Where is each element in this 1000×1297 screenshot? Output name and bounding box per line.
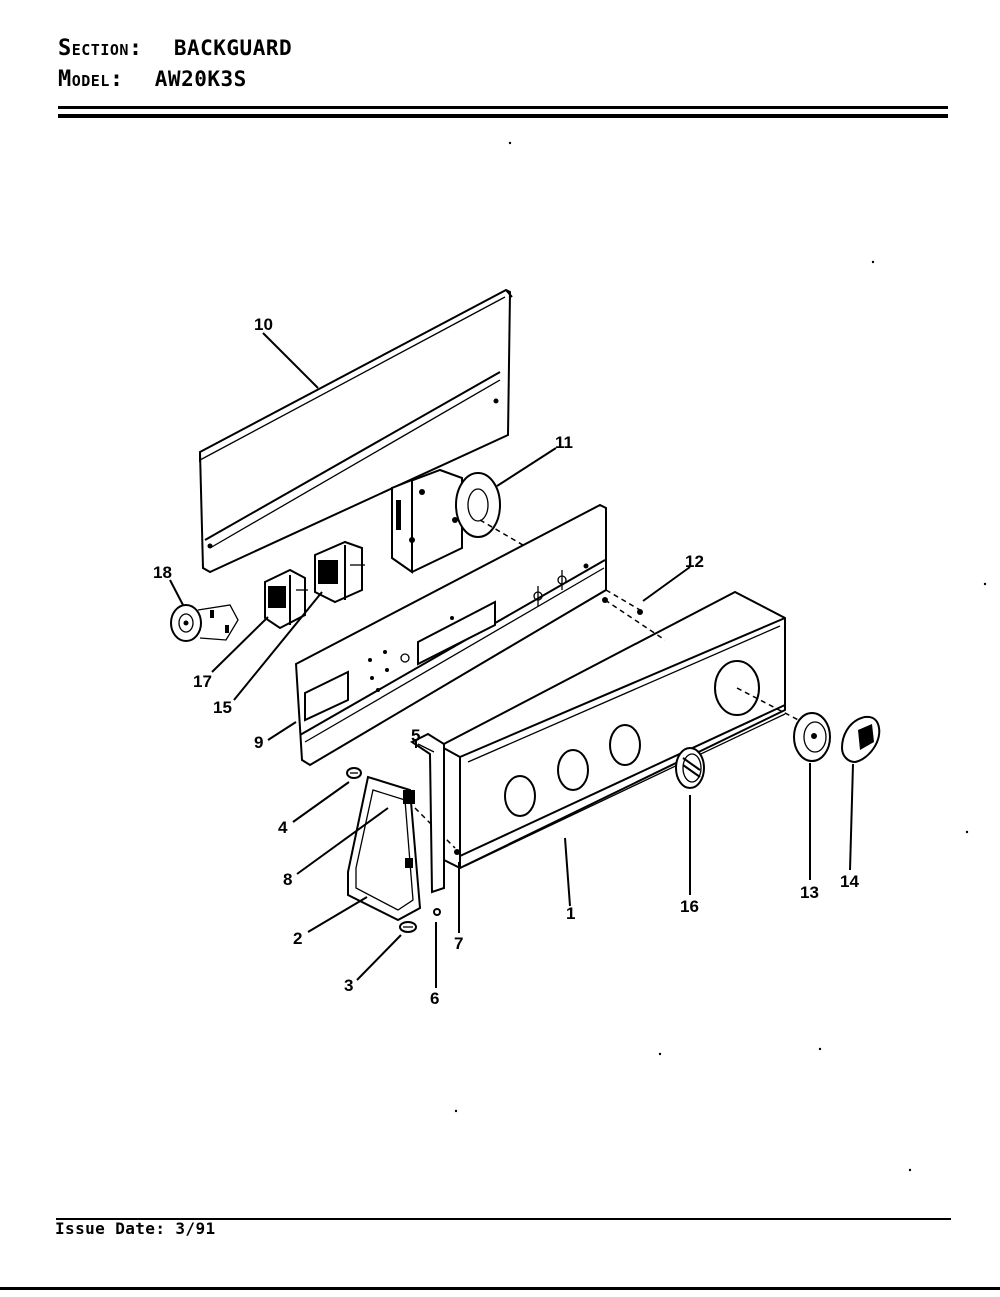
part-1-console	[439, 589, 809, 870]
part-5-trim	[410, 732, 445, 894]
header-rule-top	[58, 106, 948, 109]
section-heading: Section: BACKGUARD	[58, 36, 292, 61]
callout-3: 3	[344, 976, 353, 995]
callout-1: 1	[566, 904, 575, 923]
callout-10: 10	[254, 315, 273, 334]
callout-11: 11	[555, 433, 573, 452]
callout-13: 13	[800, 883, 819, 902]
callout-2: 2	[293, 929, 302, 948]
page-bottom-rule	[0, 1287, 1000, 1290]
callout-5: 5	[411, 726, 420, 745]
section-value: BACKGUARD	[173, 36, 293, 60]
callout-17: 17	[193, 672, 212, 691]
header-rule-bottom	[58, 114, 948, 118]
model-label: Model:	[58, 67, 124, 92]
callout-labels: 10 11 12 18 17 15 9 5 4 8 2 7 3 6 1 16 1…	[153, 315, 859, 1008]
callout-4: 4	[278, 818, 288, 837]
part-3-screw	[399, 921, 417, 933]
part-10-rear-panel	[198, 288, 513, 574]
leader-lines	[169, 332, 854, 988]
part-13-skirt	[793, 712, 831, 762]
part-16-knob	[675, 747, 705, 789]
callout-12: 12	[685, 552, 704, 571]
part-11-timer	[391, 468, 541, 574]
callout-8: 8	[283, 870, 292, 889]
model-value: AW20K3S	[154, 67, 247, 91]
part-6-fastener	[433, 908, 441, 916]
section-label: Section:	[58, 36, 143, 61]
part-4-screw	[346, 767, 362, 779]
callout-9: 9	[254, 733, 263, 752]
part-17-switch	[264, 568, 308, 630]
issue-date-label: Issue Date:	[55, 1219, 166, 1238]
callout-14: 14	[840, 872, 859, 891]
issue-date: Issue Date: 3/91	[55, 1219, 216, 1238]
callout-18: 18	[153, 563, 172, 582]
issue-date-value: 3/91	[175, 1219, 216, 1238]
scan-specks	[454, 141, 987, 1172]
part-14-knob	[840, 715, 881, 764]
model-heading: Model: AW20K3S	[58, 67, 247, 92]
part-18-dial	[170, 604, 239, 642]
callout-16: 16	[680, 897, 699, 916]
callout-15: 15	[213, 698, 232, 717]
footer-rule	[56, 1218, 951, 1220]
callout-6: 6	[430, 989, 439, 1008]
part-15-switch	[314, 540, 365, 604]
part-7-fastener	[454, 849, 460, 855]
callout-7: 7	[454, 934, 463, 953]
